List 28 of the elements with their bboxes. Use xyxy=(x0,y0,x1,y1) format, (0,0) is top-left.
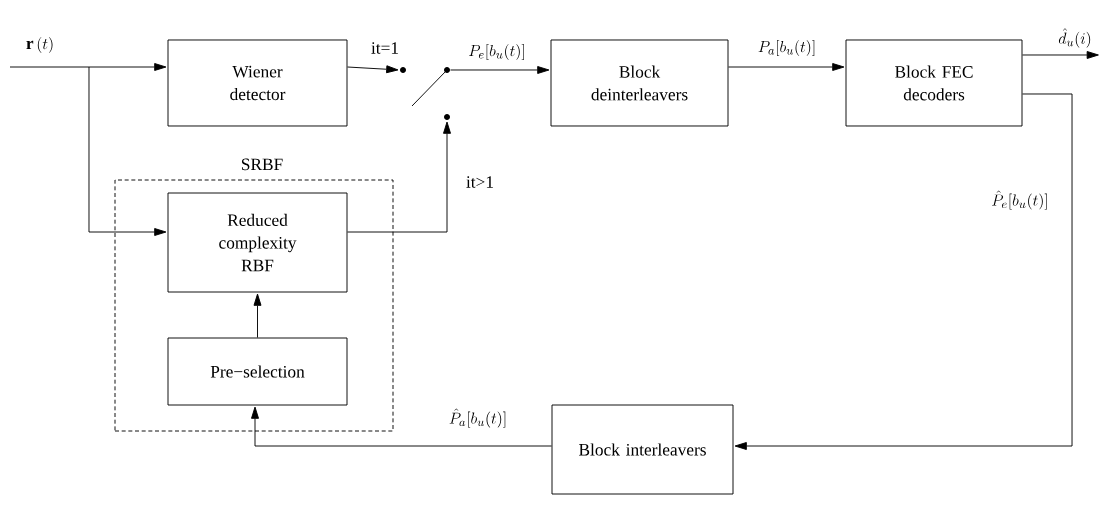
edge-label: $\hat{d}_u(i)$ xyxy=(1056,27,1094,49)
edge-label: $P_e[b_u(t)]$ xyxy=(466,42,528,62)
process-box: Pre−selection xyxy=(167,337,348,406)
process-box: Reduced complexity RBF xyxy=(167,192,348,293)
edge-label: $P_a[b_u(t)]$ xyxy=(756,38,818,58)
arrow xyxy=(728,63,845,71)
edge-label: it=1 xyxy=(369,40,401,56)
switch-contact xyxy=(444,67,450,73)
arrow xyxy=(450,66,550,74)
arrow xyxy=(88,66,167,236)
edge-label: $\hat{P}_e[b_u(t)]$ xyxy=(989,189,1051,211)
arrow xyxy=(251,406,552,447)
arrow xyxy=(734,93,1073,450)
switch-contact xyxy=(400,67,406,73)
node-label: SRBF xyxy=(241,158,283,171)
arrow xyxy=(9,63,167,71)
arrow xyxy=(347,121,451,233)
edge-label: $\hat{P}_a[b_u(t)]$ xyxy=(447,407,509,429)
edge-label: $\mathbf{r}\,(t)$ xyxy=(24,35,56,55)
arrow xyxy=(253,293,262,338)
process-box: Wiener detector xyxy=(167,39,348,127)
process-box: Block deinterleavers xyxy=(550,39,729,127)
process-box: Block FEC decoders xyxy=(845,39,1023,127)
process-box: Block interleavers xyxy=(551,404,734,495)
switch-contact xyxy=(444,114,450,120)
arrow xyxy=(347,65,399,74)
edge-label: it>1 xyxy=(464,174,496,190)
arrow xyxy=(1022,51,1099,59)
